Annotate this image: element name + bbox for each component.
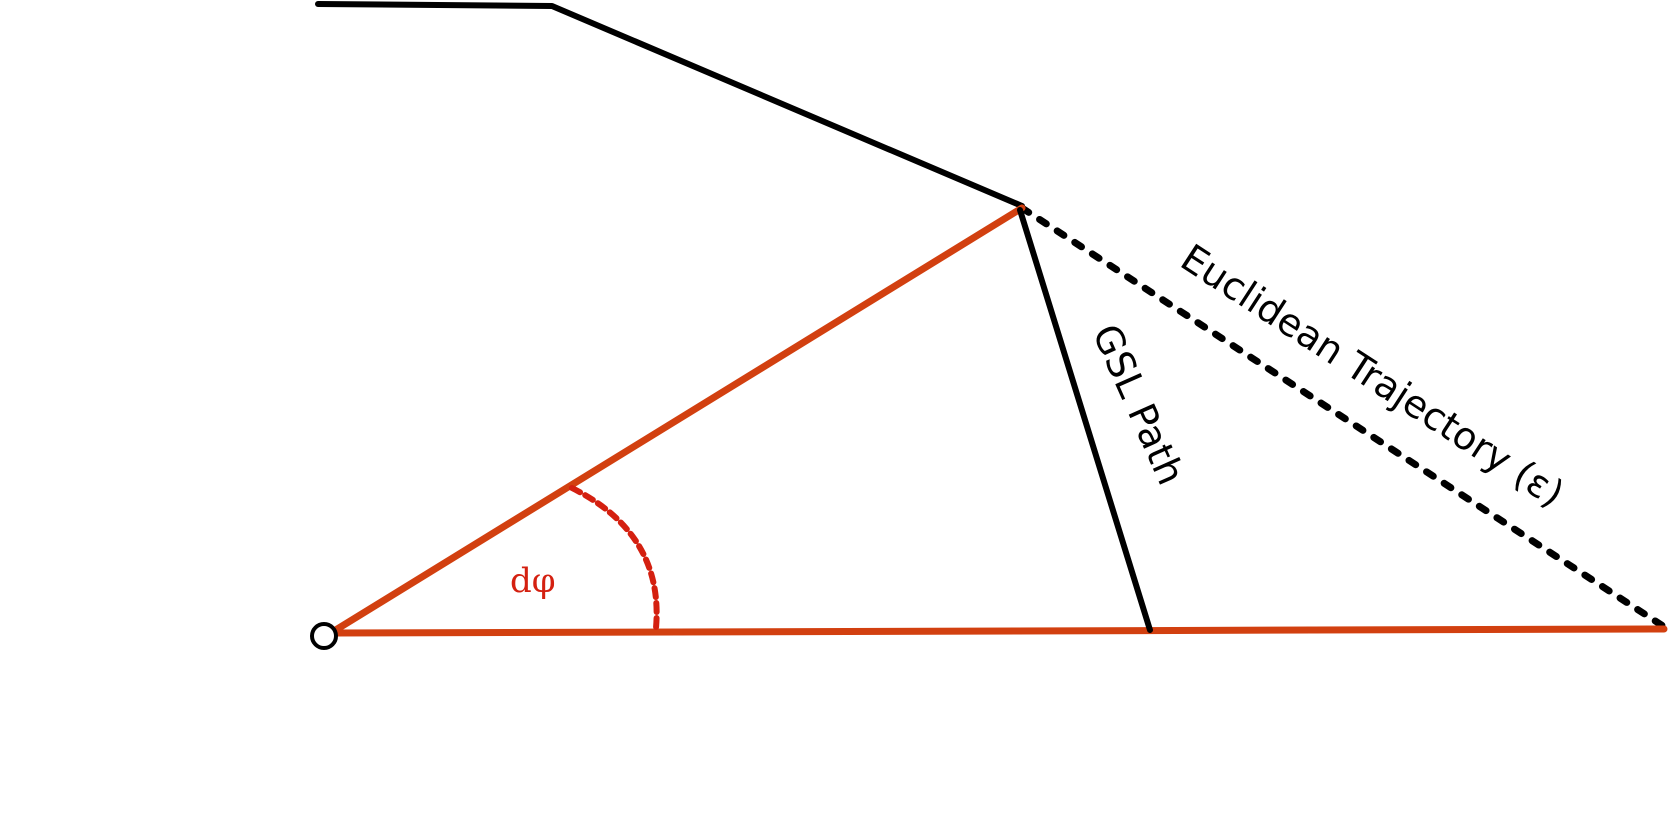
euclidean-trajectory-label: Euclidean Trajectory (ε) — [1173, 236, 1572, 516]
gsl-path-line — [1017, 207, 1153, 633]
euclidean-trajectory-line — [1018, 204, 1670, 632]
angle-label: dφ — [510, 561, 556, 601]
baseline-ray — [330, 625, 1668, 637]
slanted-ray — [330, 204, 1026, 635]
upper-boundary-line — [315, 1, 1025, 209]
origin-point — [310, 622, 338, 650]
angle-arc — [569, 485, 660, 631]
